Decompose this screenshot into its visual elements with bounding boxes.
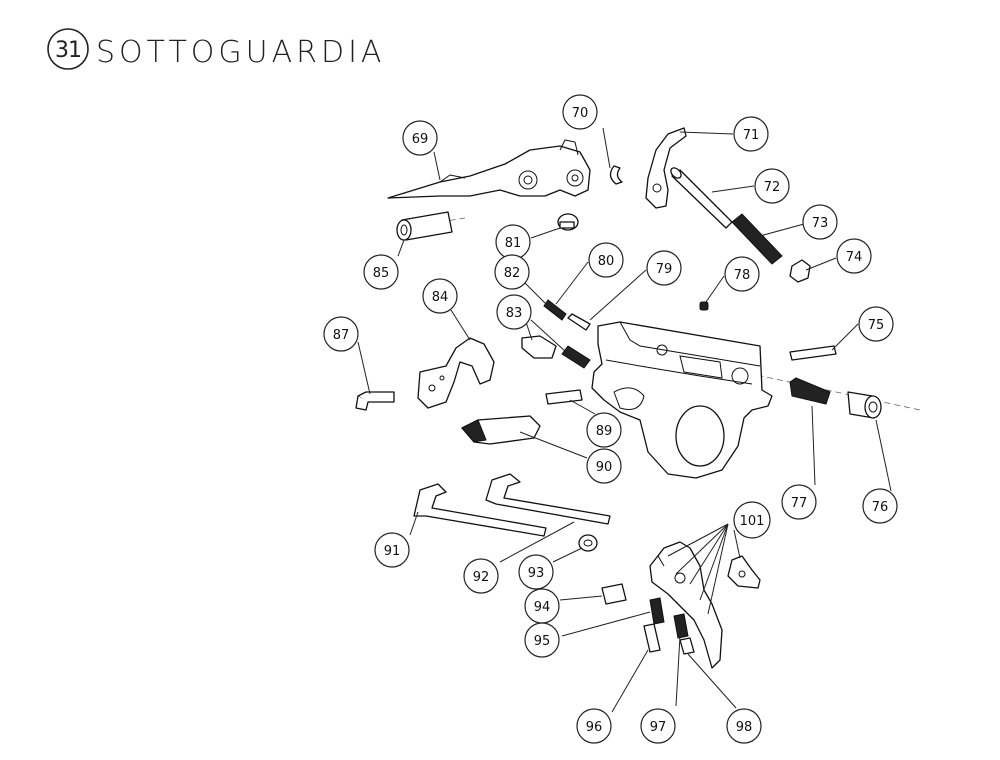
callout-80: 80 [588,242,624,278]
svg-text:98: 98 [736,720,753,735]
part-72-long-pin [670,167,733,229]
part-101-trigger-assembly [649,541,761,669]
part-84-bracket [417,337,495,409]
svg-text:71: 71 [743,128,760,143]
callout-73: 73 [802,204,838,240]
part-82-small-spring [543,299,567,321]
svg-text:74: 74 [846,250,863,265]
svg-text:91: 91 [384,544,401,559]
svg-text:81: 81 [505,236,522,251]
svg-text:82: 82 [504,266,521,281]
part-90-slide-button [461,415,541,445]
svg-text:72: 72 [764,180,781,195]
part-85-sleeve [396,211,453,241]
callout-92: 92 [463,558,499,594]
callouts: 69 70 71 72 73 74 75 76 77 78 79 80 81 8… [323,94,898,744]
svg-text:84: 84 [432,290,449,305]
callout-87: 87 [323,316,359,352]
callout-79: 79 [646,250,682,286]
section-number: 31 [55,38,81,63]
part-89-pin [545,389,583,405]
svg-text:94: 94 [534,600,551,615]
callout-90: 90 [586,448,622,484]
callout-84: 84 [422,278,458,314]
part-93-washer [578,534,598,552]
part-87-clip-pin [355,391,395,411]
callout-93: 93 [518,554,554,590]
assembly-axis-line [639,349,921,411]
callout-82: 82 [494,254,530,290]
part-71-hook-lever [645,127,687,209]
svg-text:70: 70 [572,106,589,121]
svg-text:97: 97 [650,720,667,735]
part-83-spring [561,345,591,369]
callout-85: 85 [363,254,399,290]
part-83-block [521,335,557,359]
callout-89: 89 [586,412,622,448]
svg-text:77: 77 [791,496,808,511]
svg-text:96: 96 [586,720,603,735]
section-number-circle [47,28,89,70]
callout-97: 97 [640,708,676,744]
part-69-lever [387,139,591,199]
part-76-cylinder [847,391,882,419]
callout-74: 74 [836,238,872,274]
svg-text:69: 69 [412,132,429,147]
svg-text:83: 83 [506,306,523,321]
svg-text:79: 79 [656,262,673,277]
part-91-rod [413,483,547,537]
part-95-spring [649,597,665,625]
svg-text:87: 87 [333,328,350,343]
callout-72: 72 [754,168,790,204]
part-81-button [557,213,579,231]
part-70-clip [609,165,623,185]
trigger-guard-housing [591,321,773,479]
callout-75: 75 [858,306,894,342]
callout-77: 77 [781,484,817,520]
svg-text:75: 75 [868,318,885,333]
callout-76: 76 [862,488,898,524]
part-77-spring [789,377,831,405]
callout-69: 69 [402,120,438,156]
part-96-pin [643,623,661,653]
callout-71: 71 [733,116,769,152]
svg-text:93: 93 [528,566,545,581]
callout-91: 91 [374,532,410,568]
callout-95: 95 [524,622,560,658]
leader-lines [357,127,892,713]
callout-98: 98 [726,708,762,744]
part-75-pin [789,345,837,361]
svg-text:76: 76 [872,500,889,515]
svg-text:78: 78 [734,268,751,283]
callout-94: 94 [524,588,560,624]
part-80-small-pin [567,313,591,331]
part-92-rod [485,473,611,525]
callout-81: 81 [495,224,531,260]
part-98-block [679,637,695,655]
svg-text:73: 73 [812,216,829,231]
callout-101: 101 [733,501,771,539]
callout-78: 78 [724,256,760,292]
callout-83: 83 [496,294,532,330]
part-94-bushing [601,583,627,605]
callout-70: 70 [562,94,598,130]
svg-text:90: 90 [596,460,613,475]
svg-text:95: 95 [534,634,551,649]
svg-text:92: 92 [473,570,490,585]
part-74-nut [789,259,811,283]
part-73-spring [731,213,783,265]
part-97-spring [673,613,689,639]
part-78-nub [699,301,709,311]
svg-text:85: 85 [373,266,390,281]
callout-96: 96 [576,708,612,744]
svg-text:80: 80 [598,254,615,269]
section-title: SOTTOGUARDIA [96,35,385,70]
section-header: 31 SOTTOGUARDIA [47,28,385,70]
svg-text:101: 101 [740,514,765,529]
svg-text:89: 89 [596,424,613,439]
